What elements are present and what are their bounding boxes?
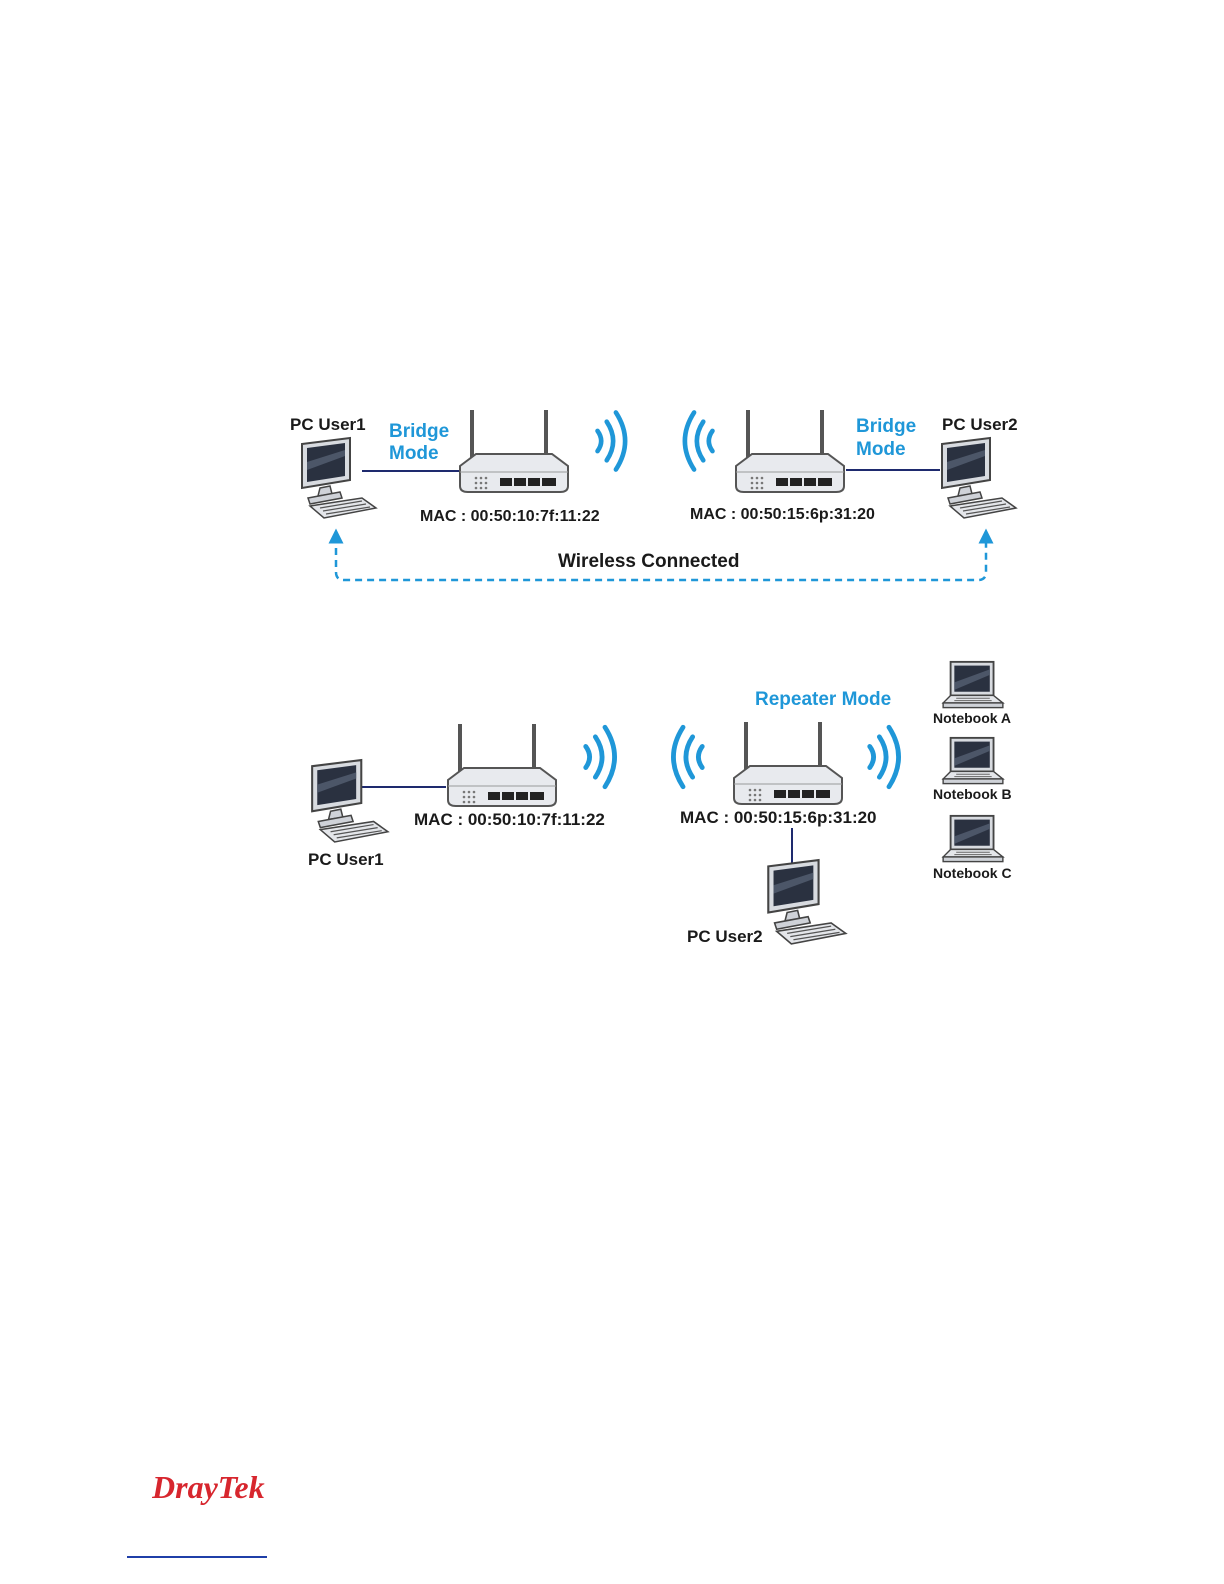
repeater-waves-mid-icon xyxy=(673,727,702,787)
repeater-pc-user2-label: PC User2 xyxy=(687,927,763,946)
draytek-logo: DrayTek xyxy=(152,1468,292,1508)
mac-right-label: MAC : 00:50:15:6p:31:20 xyxy=(690,506,875,523)
bridge-mode-right-line1: Bridge xyxy=(856,416,916,437)
repeater-mac-left-label: MAC : 00:50:10:7f:11:22 xyxy=(414,810,605,829)
bridge-mode-left-line2: Mode xyxy=(389,443,439,464)
repeater-pc-user2-icon xyxy=(768,860,846,944)
notebook-c-icon xyxy=(943,816,1003,862)
mac-left-label: MAC : 00:50:10:7f:11:22 xyxy=(420,508,600,525)
repeater-mode-label: Repeater Mode xyxy=(755,689,891,710)
draytek-logo-text: DrayTek xyxy=(152,1469,265,1505)
router-right-icon xyxy=(736,410,844,492)
pc-user2-icon xyxy=(942,438,1016,518)
bridge-mode-left-line1: Bridge xyxy=(389,421,449,442)
repeater-pc-user1-icon xyxy=(312,760,388,842)
notebook-b-icon xyxy=(943,738,1003,784)
repeater-router-right-icon xyxy=(734,722,842,804)
pc-user1-label: PC User1 xyxy=(290,415,366,434)
bridge-mode-diagram: PC User1 PC User2 Bridge Mode Bridge Mod… xyxy=(290,410,1018,580)
pc-user2-label: PC User2 xyxy=(942,415,1018,434)
notebook-c-label: Notebook C xyxy=(933,865,1012,881)
repeater-waves-right-icon xyxy=(870,727,899,787)
footer-rule xyxy=(127,1556,267,1558)
router-left-icon xyxy=(460,410,568,492)
repeater-router-left-icon xyxy=(448,724,556,806)
repeater-mode-diagram: Repeater Mode MAC : 00:50:10:7f:11:22 MA… xyxy=(308,662,1012,946)
repeater-pc-user1-label: PC User1 xyxy=(308,850,384,869)
wireless-waves-left-icon xyxy=(598,412,626,469)
notebook-b-label: Notebook B xyxy=(933,786,1012,802)
wireless-waves-right-icon xyxy=(685,412,713,469)
pc-user1-icon xyxy=(302,438,376,518)
notebook-a-icon xyxy=(943,662,1003,708)
notebook-a-label: Notebook A xyxy=(933,710,1011,726)
repeater-waves-left-icon xyxy=(586,727,615,787)
repeater-mac-right-label: MAC : 00:50:15:6p:31:20 xyxy=(680,808,877,827)
wireless-connected-label: Wireless Connected xyxy=(558,551,739,572)
bridge-mode-right-line2: Mode xyxy=(856,439,906,460)
